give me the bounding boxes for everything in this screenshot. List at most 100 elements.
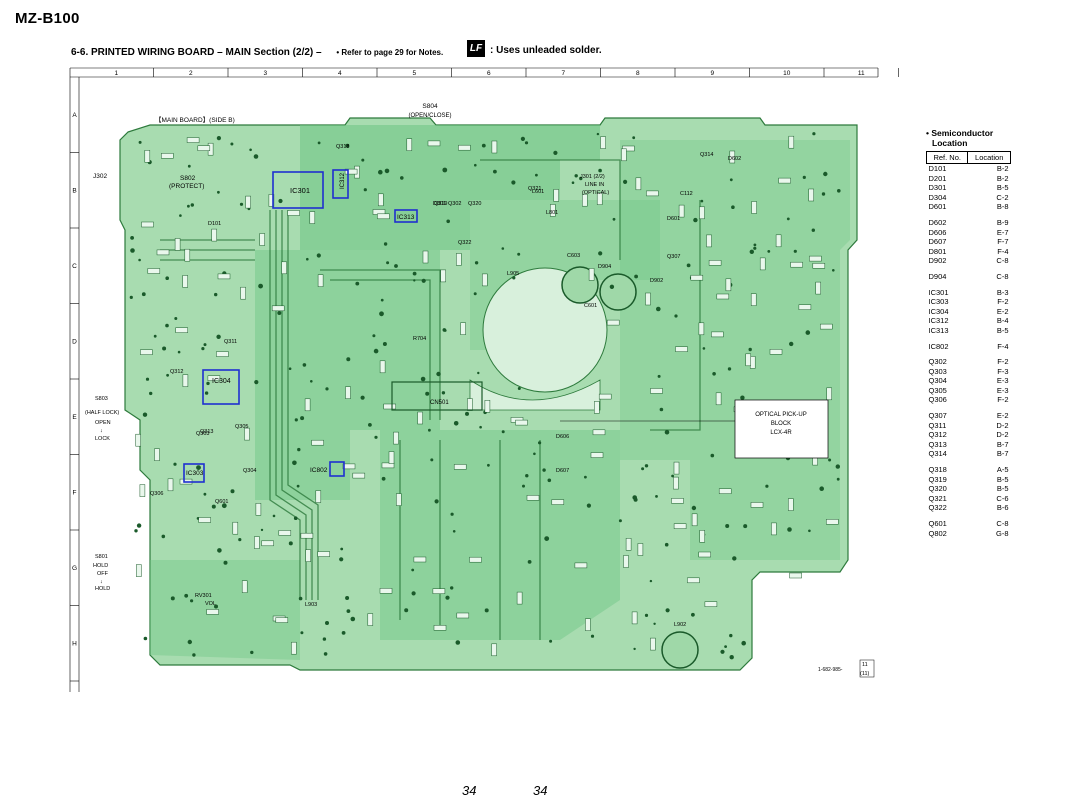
via-pad: [141, 292, 146, 297]
via-pad: [729, 655, 734, 660]
via-pad: [345, 143, 350, 148]
via-pad: [138, 140, 142, 144]
s803-label: S803: [95, 396, 108, 402]
legend-ref: Q302: [928, 357, 947, 367]
smd-component: [281, 261, 287, 275]
smd-component: [381, 462, 395, 469]
smd-component: [144, 150, 151, 163]
smd-component: [241, 580, 248, 593]
smd-component: [687, 577, 700, 584]
smd-component: [673, 476, 679, 490]
smd-component: [211, 228, 217, 242]
grid-column-label: 10: [783, 70, 791, 77]
via-pad: [644, 464, 649, 468]
smd-component: [515, 419, 528, 426]
via-pad: [383, 242, 388, 246]
via-pad: [355, 281, 360, 286]
grid-row-label: B: [72, 187, 76, 194]
via-pad: [413, 279, 416, 282]
via-pad: [306, 257, 309, 261]
via-pad: [428, 428, 431, 432]
r704-label: R704: [413, 336, 426, 342]
ic-label: IC301: [290, 186, 310, 195]
via-pad: [547, 478, 552, 483]
legend-location: G-8: [995, 528, 1009, 538]
via-pad: [378, 169, 383, 175]
smd-component: [406, 138, 413, 151]
via-pad: [381, 476, 386, 481]
smd-component: [708, 260, 722, 266]
line-in-label: LINE IN: [585, 182, 604, 188]
smd-component: [367, 613, 374, 626]
via-pad: [203, 492, 207, 496]
via-pad: [296, 484, 300, 488]
part-reference: Q314: [700, 152, 713, 158]
grid-column-label: 8: [636, 70, 640, 77]
smd-component: [646, 190, 659, 197]
smd-component: [484, 400, 491, 413]
via-pad: [450, 586, 454, 590]
legend-location: E-3: [996, 385, 1009, 395]
via-pad: [394, 264, 398, 268]
s804-label: S804: [422, 103, 438, 110]
smd-component: [623, 555, 629, 568]
lock-label: LOCK: [95, 436, 110, 442]
ic-outlines: [183, 169, 418, 483]
via-pad: [216, 136, 221, 141]
smd-component: [790, 261, 803, 268]
smd-component: [631, 611, 638, 625]
optical-label: (OPTICAL): [582, 190, 609, 196]
smd-component: [244, 427, 250, 441]
ic-label: IC802: [310, 467, 328, 474]
smd-component: [245, 195, 251, 209]
legend-location: B-5: [996, 484, 1009, 494]
smd-component: [174, 238, 181, 251]
legend-ref: Q601: [928, 519, 947, 528]
s801-label: S801: [95, 554, 108, 560]
legend-ref: D301: [928, 183, 947, 193]
via-pad: [292, 460, 297, 466]
smd-component: [456, 612, 470, 619]
smd-component: [691, 513, 698, 527]
smd-component: [775, 234, 782, 248]
legend-location: C-8: [996, 256, 1009, 266]
via-pad: [254, 380, 259, 385]
lead-free-icon: LF: [467, 40, 485, 57]
pickup-label: OPTICAL PICK-UP: [755, 412, 806, 418]
legend-ref: IC313: [928, 325, 949, 335]
smd-component: [154, 448, 160, 461]
smd-component: [458, 144, 471, 151]
via-pad: [412, 271, 417, 276]
smd-component: [716, 293, 730, 300]
legend-location: B-7: [996, 439, 1009, 449]
via-pad: [574, 174, 578, 178]
via-pad: [538, 441, 542, 445]
via-pad: [584, 475, 587, 479]
smd-component: [759, 257, 766, 271]
rv301-label: RV301: [195, 593, 212, 599]
legend-ref: Q321: [928, 493, 947, 503]
legend-location: F-4: [997, 246, 1009, 256]
via-pad: [700, 199, 704, 203]
smd-component: [699, 206, 705, 220]
via-pad: [346, 357, 351, 362]
via-pad: [341, 631, 346, 635]
smd-component: [139, 484, 146, 497]
smd-component: [820, 323, 833, 330]
part-reference: Q319: [434, 201, 447, 207]
via-pad: [618, 519, 622, 523]
via-pad: [230, 142, 234, 146]
via-pad: [187, 639, 192, 645]
via-pad: [740, 395, 745, 400]
smd-component: [198, 517, 211, 523]
via-pad: [741, 640, 746, 646]
legend-location: B-3: [996, 287, 1009, 297]
smd-component: [417, 411, 423, 425]
